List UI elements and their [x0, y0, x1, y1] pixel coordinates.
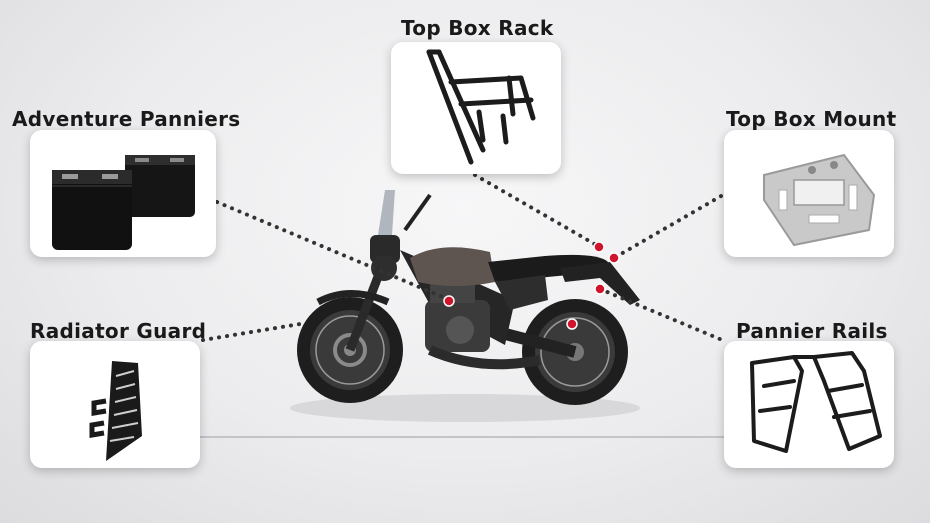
connector-adventure-panniers — [215, 200, 452, 302]
top-box-rack-image — [426, 49, 536, 165]
connector-lines — [201, 173, 730, 344]
marker-top-box-rack — [593, 241, 605, 253]
connector-radiator-guard — [201, 322, 302, 342]
card-top-box-rack — [391, 42, 561, 174]
card-pannier-rails — [724, 341, 894, 468]
top-box-mount-image — [763, 153, 876, 247]
marker-top-box-mount — [608, 252, 620, 264]
radiator-guard-image — [89, 361, 142, 461]
marker-radiator-guard — [566, 318, 578, 330]
bike-shadow — [290, 394, 640, 422]
label-radiator-guard: Radiator Guard — [30, 319, 207, 343]
connector-pannier-rails — [598, 287, 729, 344]
connector-top-box-rack — [473, 173, 600, 248]
label-top-box-rack: Top Box Rack — [401, 16, 554, 40]
card-top-box-mount — [724, 130, 894, 257]
label-pannier-rails: Pannier Rails — [736, 319, 888, 343]
connector-top-box-mount — [612, 190, 730, 260]
card-radiator-guard — [30, 341, 200, 468]
marker-pannier-rails — [594, 283, 606, 295]
label-top-box-mount: Top Box Mount — [726, 107, 897, 131]
motorcycle-image — [297, 190, 640, 405]
attachment-markers — [443, 241, 620, 330]
pannier-rails-image — [750, 351, 882, 453]
marker-adventure-panniers — [443, 295, 455, 307]
label-adventure-panniers: Adventure Panniers — [12, 107, 241, 131]
card-adventure-panniers — [30, 130, 216, 257]
adventure-panniers-image — [52, 155, 195, 250]
